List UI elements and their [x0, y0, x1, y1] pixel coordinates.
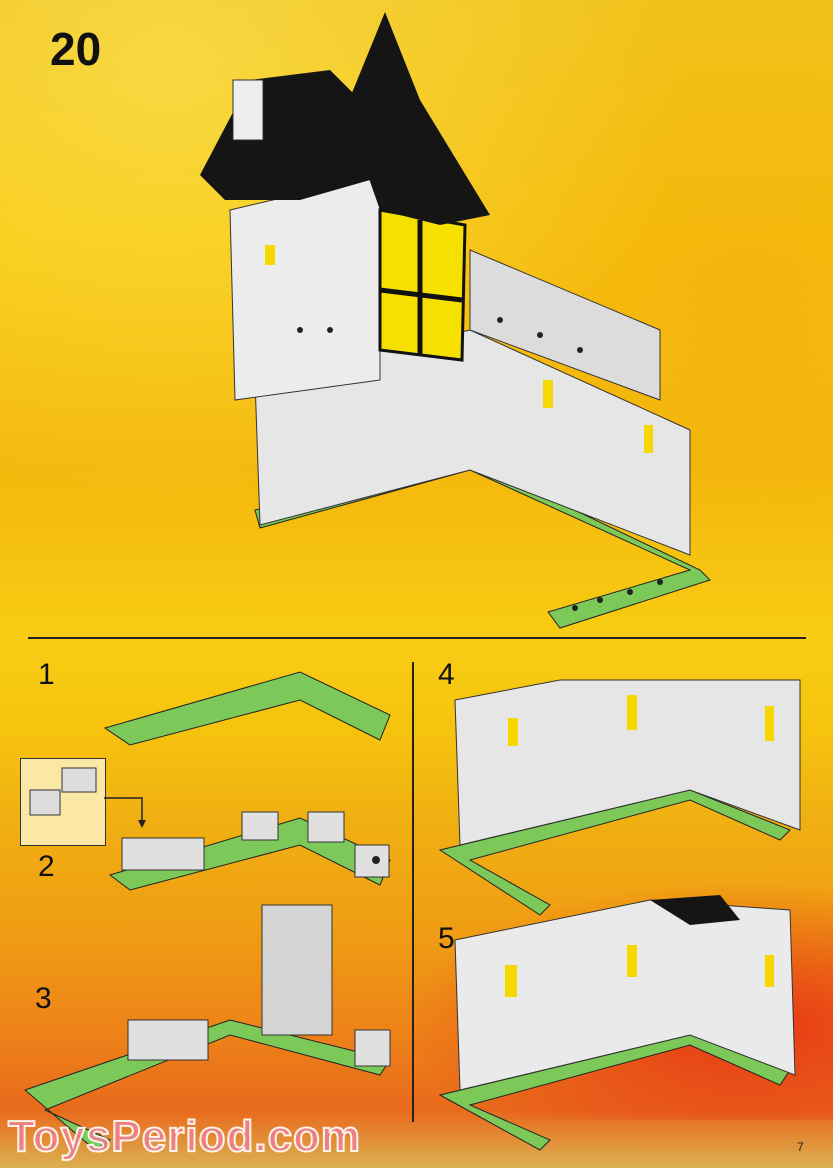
watermark: ToysPeriod.com [7, 1111, 362, 1162]
main-step-number: 20 [50, 23, 102, 75]
substep-4-number: 4 [438, 658, 455, 691]
substep-5-number: 5 [438, 922, 455, 955]
substep-2-number: 2 [38, 850, 55, 883]
section-divider-vertical [412, 662, 414, 1122]
page-number: 7 [797, 1140, 804, 1154]
section-divider-horizontal [28, 637, 806, 639]
substep-3-number: 3 [35, 982, 52, 1015]
substep-1-number: 1 [38, 658, 55, 691]
